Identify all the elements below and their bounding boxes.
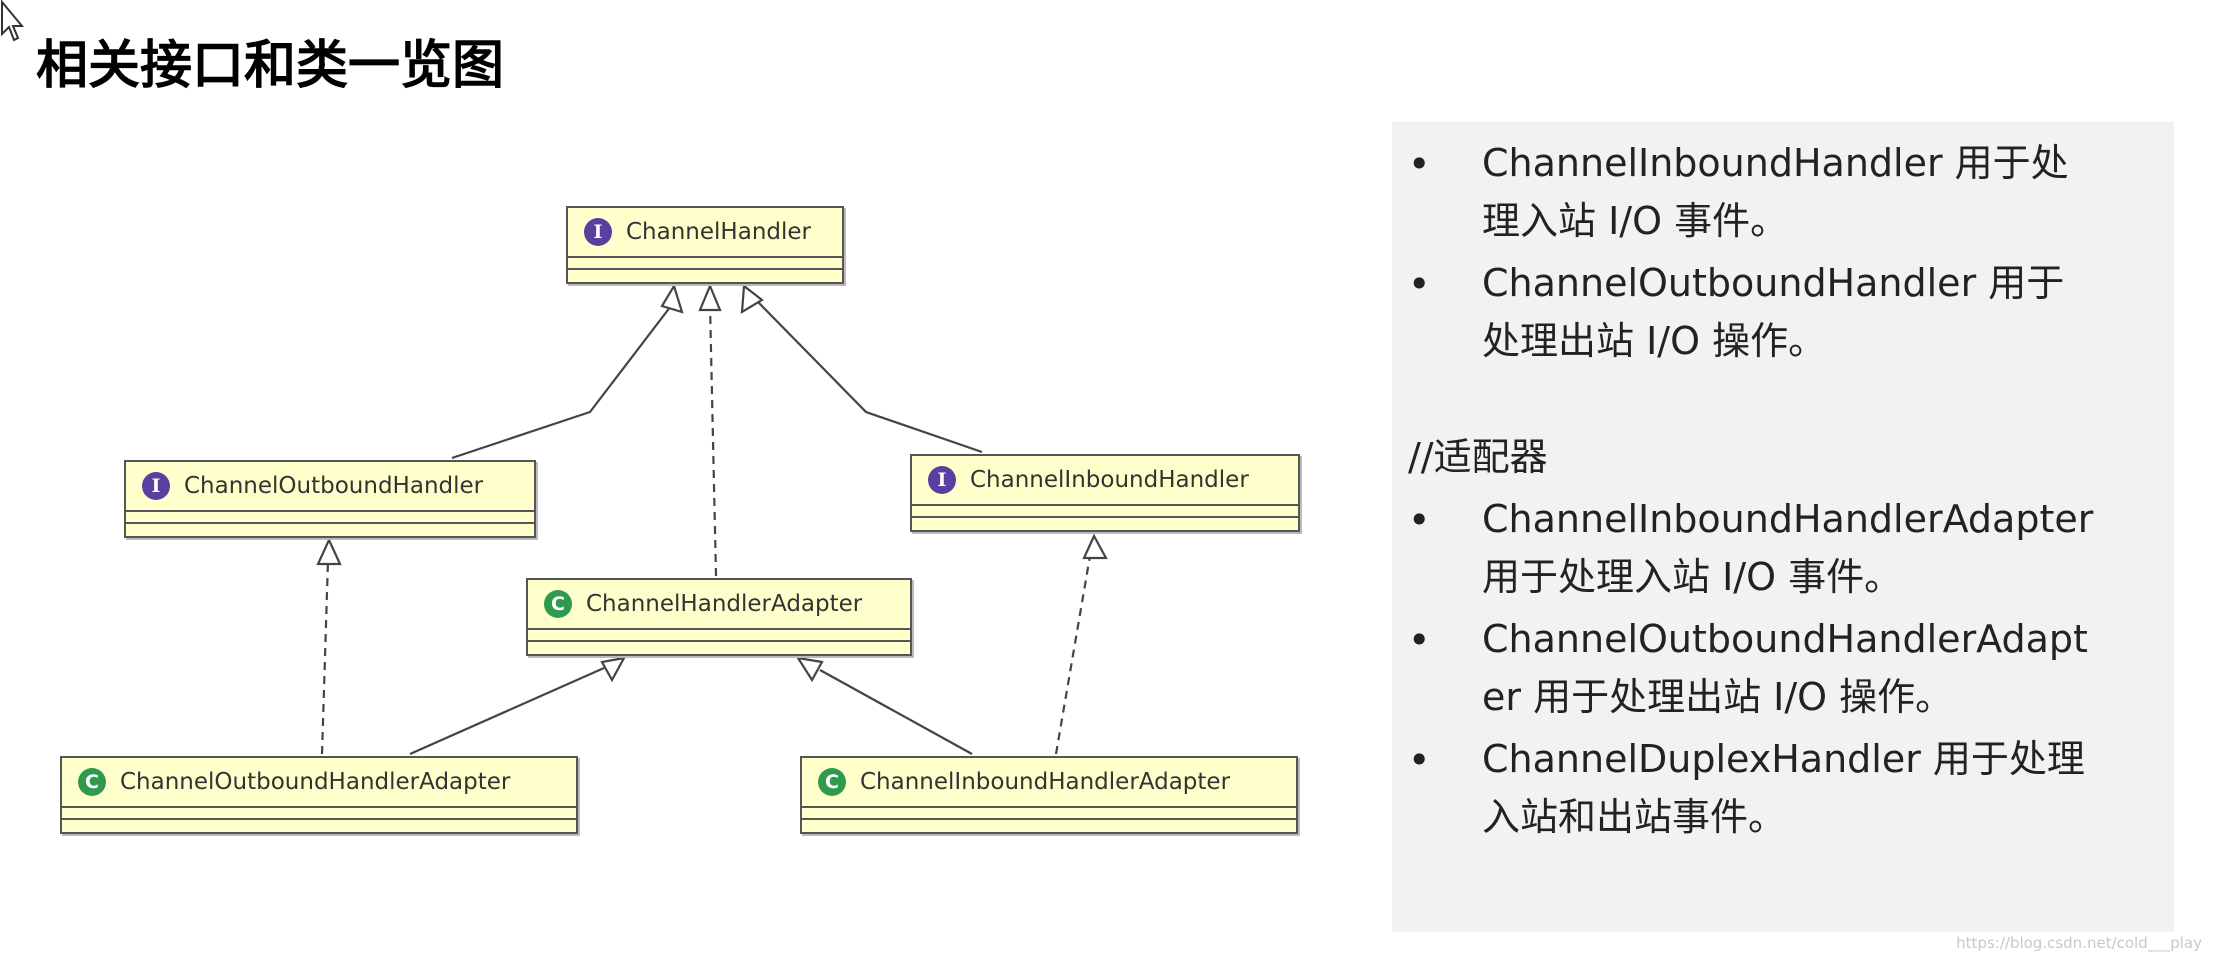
item-duplex-handler: ChannelDuplexHandler 用于处理入站和出站事件。 — [1482, 737, 2085, 839]
arrowhead-outbound-handler — [316, 537, 342, 566]
item-outbound-handler: ChannelOutboundHandler 用于处理出站 I/O 操作。 — [1482, 261, 2065, 363]
class-channel-inbound-handler: I ChannelInboundHandler — [910, 454, 1300, 532]
arrowhead-adapter-left — [600, 656, 627, 683]
class-channel-handler-adapter: C ChannelHandlerAdapter — [526, 578, 912, 656]
class-channel-inbound-handler-adapter: C ChannelInboundHandlerAdapter — [800, 756, 1298, 834]
arrowhead-left-top — [660, 283, 684, 314]
bullet-icon: • — [1408, 262, 1431, 306]
class-name: ChannelHandlerAdapter — [586, 591, 863, 617]
interface-icon: I — [584, 218, 612, 246]
class-name: ChannelInboundHandler — [970, 467, 1249, 493]
interface-icon: I — [142, 472, 170, 500]
description-panel — [1392, 122, 2174, 932]
class-name: ChannelOutboundHandlerAdapter — [120, 769, 511, 795]
outbound-to-handler-line — [451, 301, 675, 460]
outadapter-to-adapter-line — [409, 666, 605, 756]
arrowhead-center-top — [698, 283, 722, 312]
class-icon: C — [818, 768, 846, 796]
bullet-icon: • — [1408, 498, 1431, 542]
inadapter-to-inhandler-line — [1054, 555, 1092, 755]
class-name: ChannelOutboundHandler — [184, 473, 484, 499]
mouse-cursor-icon — [0, 0, 24, 42]
class-channel-outbound-handler-adapter: C ChannelOutboundHandlerAdapter — [60, 756, 578, 834]
outadapter-to-outhandler-line — [320, 559, 330, 755]
class-icon: C — [544, 590, 572, 618]
adapter-to-handler-line — [708, 303, 718, 577]
class-channel-handler: I ChannelHandler — [566, 206, 844, 284]
interface-icon: I — [928, 466, 956, 494]
page-title: 相关接口和类一览图 — [36, 35, 505, 96]
watermark: https://blog.csdn.net/cold___play — [1956, 934, 2202, 952]
item-inbound-handler: ChannelInboundHandler 用于处理入站 I/O 事件。 — [1482, 141, 2069, 243]
arrowhead-adapter-right — [795, 656, 824, 683]
uml-connectors — [316, 283, 1108, 756]
bullet-icon: • — [1408, 142, 1431, 186]
bullet-icon: • — [1408, 738, 1431, 782]
inadapter-to-adapter-line — [819, 669, 973, 755]
bullet-icon: • — [1408, 618, 1431, 662]
class-name: ChannelHandler — [626, 219, 811, 245]
inbound-to-handler-line — [757, 301, 983, 454]
class-channel-outbound-handler: I ChannelOutboundHandler — [124, 460, 536, 538]
class-icon: C — [78, 768, 106, 796]
adapter-comment: //适配器 — [1408, 435, 1548, 479]
arrowhead-right-top — [740, 283, 764, 315]
arrowhead-inbound-handler — [1082, 533, 1108, 560]
class-name: ChannelInboundHandlerAdapter — [860, 769, 1231, 795]
